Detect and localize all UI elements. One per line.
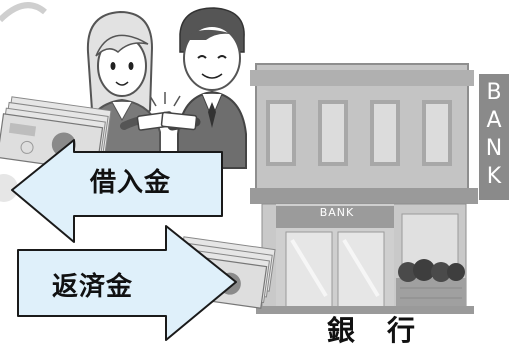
envelope-icon (136, 111, 198, 131)
planter (396, 259, 466, 308)
bank-entrance (276, 204, 394, 309)
bank-building (250, 63, 478, 314)
borrow-arrow (11, 139, 223, 243)
repay-arrow (17, 225, 237, 341)
bank-facade-text: BANK (319, 206, 355, 219)
bank-sign-letter: A (486, 108, 502, 133)
bank-sign-letter: K (486, 164, 502, 189)
man-figure (167, 7, 247, 169)
bank-caption: 銀 行 (327, 314, 418, 347)
bank-sign-letter: N (485, 136, 503, 161)
borrowing-label: 借入金 (90, 168, 172, 198)
repayment-label: 返済金 (52, 272, 134, 302)
bank-sign-letter: B (486, 80, 502, 105)
window-row (266, 100, 452, 166)
sparkle-lines (149, 92, 181, 107)
bank-sign-panel (479, 74, 509, 200)
decorative-arc (0, 2, 47, 202)
